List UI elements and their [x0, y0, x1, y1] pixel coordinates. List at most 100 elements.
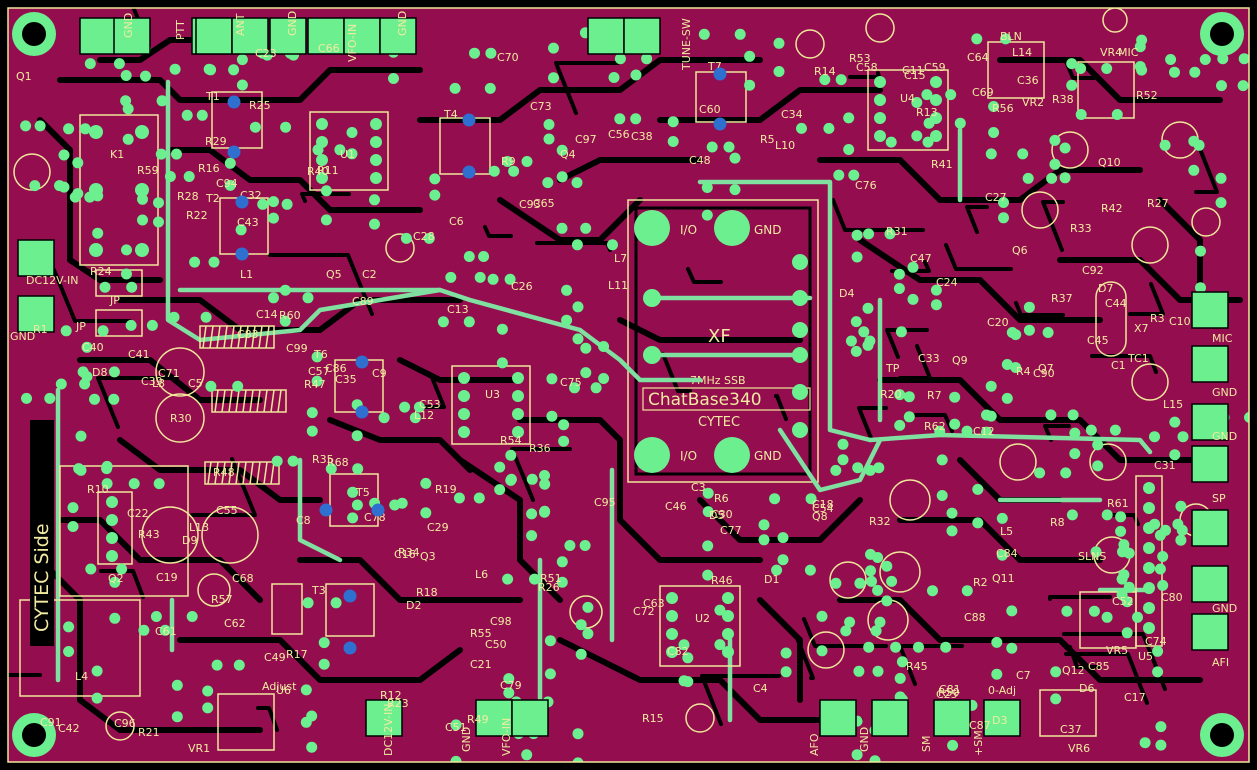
part-label-c86: C86 [325, 362, 347, 375]
part-label-c64: C64 [967, 51, 989, 64]
top-conn-gnd3-label: GND [396, 11, 409, 36]
part-label-d1: D1 [764, 573, 779, 586]
part-label-c35: C35 [335, 373, 357, 386]
part-label-r27: R27 [1147, 197, 1169, 210]
top-conn-vfo-label: VFO-IN [346, 24, 359, 62]
top-conn-gnd2-label: GND [286, 11, 299, 36]
part-label-c19: C19 [156, 571, 178, 584]
bottom-conn-vfo-label: VFO-IN [500, 718, 513, 756]
vr-label-vr5: VR5 [1106, 644, 1128, 657]
part-label-c85: C85 [1088, 660, 1110, 673]
part-label-r54: R54 [500, 434, 522, 447]
part-label-r11: R11 [317, 164, 339, 177]
part-label-c59: C59 [924, 61, 946, 74]
part-label-c15: C15 [904, 69, 926, 82]
part-label-c84: C84 [996, 547, 1018, 560]
part-label-l6: L6 [475, 568, 488, 581]
part-label-c46: C46 [665, 500, 687, 513]
part-label-c40: C40 [82, 341, 104, 354]
left-conn-dc-pad-1[interactable] [17, 239, 55, 277]
top-conn-vfo-pad-1[interactable] [307, 17, 345, 55]
transistor-label-q10: Q10 [1098, 156, 1121, 169]
top-conn-gnd-label: GND [122, 13, 135, 38]
right-conn-gnd-pad-1[interactable] [1191, 403, 1229, 441]
part-label-c95: C95 [594, 496, 616, 509]
top-conn-gnd2-pad-1[interactable] [269, 17, 307, 55]
part-label-d3: D3 [992, 714, 1007, 727]
part-label-c1: C1 [1111, 359, 1126, 372]
part-label-c57: C57 [308, 365, 330, 378]
bottom-conn-dc-pad-1[interactable] [365, 699, 403, 737]
bottom-conn-gnd-pad-1[interactable] [475, 699, 513, 737]
right-conn-mic-pad-2[interactable] [1191, 345, 1229, 383]
filter-center-label: XF [708, 326, 731, 347]
part-label-r24: R24 [90, 265, 112, 278]
bottom-conn-psm-pad-1[interactable] [983, 699, 1021, 737]
part-label-c6: C6 [449, 215, 464, 228]
part-label-d5: D5 [709, 509, 724, 522]
left-conn-dc-pad-2[interactable] [17, 295, 55, 333]
part-label-c58: C58 [856, 61, 878, 74]
part-label-r38: R38 [1052, 93, 1074, 106]
part-label-c23: C23 [255, 47, 277, 60]
right-conn-mic-pad-1[interactable] [1191, 291, 1229, 329]
part-label-c72: C72 [633, 605, 655, 618]
transistor-label-q11: Q11 [992, 572, 1015, 585]
part-label-c56: C56 [608, 128, 630, 141]
ic-label-u2: U2 [695, 612, 710, 625]
part-label-c25: C25 [936, 688, 958, 701]
part-label-r21: R21 [138, 726, 160, 739]
ic-label-u5: U5 [1138, 650, 1153, 663]
transistor-label-q8: Q8 [812, 510, 828, 523]
part-label-c65: C65 [533, 197, 555, 210]
part-label-r61: R61 [1107, 497, 1129, 510]
top-conn-vfo-pad-2[interactable] [343, 17, 381, 55]
part-label-r2: R2 [973, 576, 988, 589]
part-label-c48: C48 [689, 154, 711, 167]
bottom-conn-vfo-pad-1[interactable] [511, 699, 549, 737]
transformer-label-t1: T1 [205, 90, 220, 103]
misc-label-2: TP [885, 362, 900, 375]
part-label-c79: C79 [500, 679, 522, 692]
right-conn-gnd3-pad-1[interactable] [1191, 565, 1229, 603]
top-conn-ant-pad-2[interactable] [231, 17, 269, 55]
ic-label-u3: U3 [485, 388, 500, 401]
top-conn-tune-pad-1[interactable] [587, 17, 625, 55]
right-conn-sp-pad-1[interactable] [1191, 509, 1229, 547]
part-label-l3: L3 [152, 377, 165, 390]
top-conn-tune-pad-2[interactable] [623, 17, 661, 55]
ic-label-u6: U6 [276, 684, 291, 697]
part-label-c24: C24 [936, 276, 958, 289]
right-conn-gnd2-pad-1[interactable] [1191, 445, 1229, 483]
part-label-r30: R30 [170, 412, 192, 425]
part-label-r53: R53 [849, 52, 871, 65]
part-label-c91: C91 [40, 716, 62, 729]
part-label-r17: R17 [286, 648, 308, 661]
bottom-conn-afo-pad-1[interactable] [819, 699, 857, 737]
top-conn-ant-pad-1[interactable] [195, 17, 233, 55]
relay-label-k1: K1 [110, 148, 124, 161]
bottom-conn-gnd2-pad-1[interactable] [871, 699, 909, 737]
part-label-c96: C96 [114, 717, 136, 730]
right-conn-afi-pad-1[interactable] [1191, 613, 1229, 651]
part-label-d8: D8 [92, 366, 107, 379]
top-conn-gnd3-pad-1[interactable] [379, 17, 417, 55]
part-label-c82: C82 [667, 645, 689, 658]
top-conn-gnd-pad-2[interactable] [113, 17, 151, 55]
part-label-c90: C90 [1033, 367, 1055, 380]
bottom-conn-sm-pad-1[interactable] [933, 699, 971, 737]
transistor-label-q12: Q12 [1062, 664, 1085, 677]
transistor-label-q7: Q7 [1038, 362, 1054, 375]
part-label-r10: R10 [87, 483, 109, 496]
part-label-c14: C14 [256, 308, 278, 321]
part-label-c55: C55 [216, 504, 238, 517]
part-label-r15: R15 [642, 712, 664, 725]
part-label-r31: R31 [886, 225, 908, 238]
transformer-label-t5: T5 [355, 486, 370, 499]
right-conn-mic-label: MIC [1212, 332, 1233, 345]
part-label-c43: C43 [237, 216, 259, 229]
filter-block: I/O GND I/O GND XF 7MHz SSB ChatBase340 … [627, 199, 819, 483]
part-label-c87: C87 [969, 719, 991, 732]
top-conn-gnd-pad-1[interactable] [79, 17, 117, 55]
trimmer-label-tc1: TC1 [1127, 352, 1149, 365]
